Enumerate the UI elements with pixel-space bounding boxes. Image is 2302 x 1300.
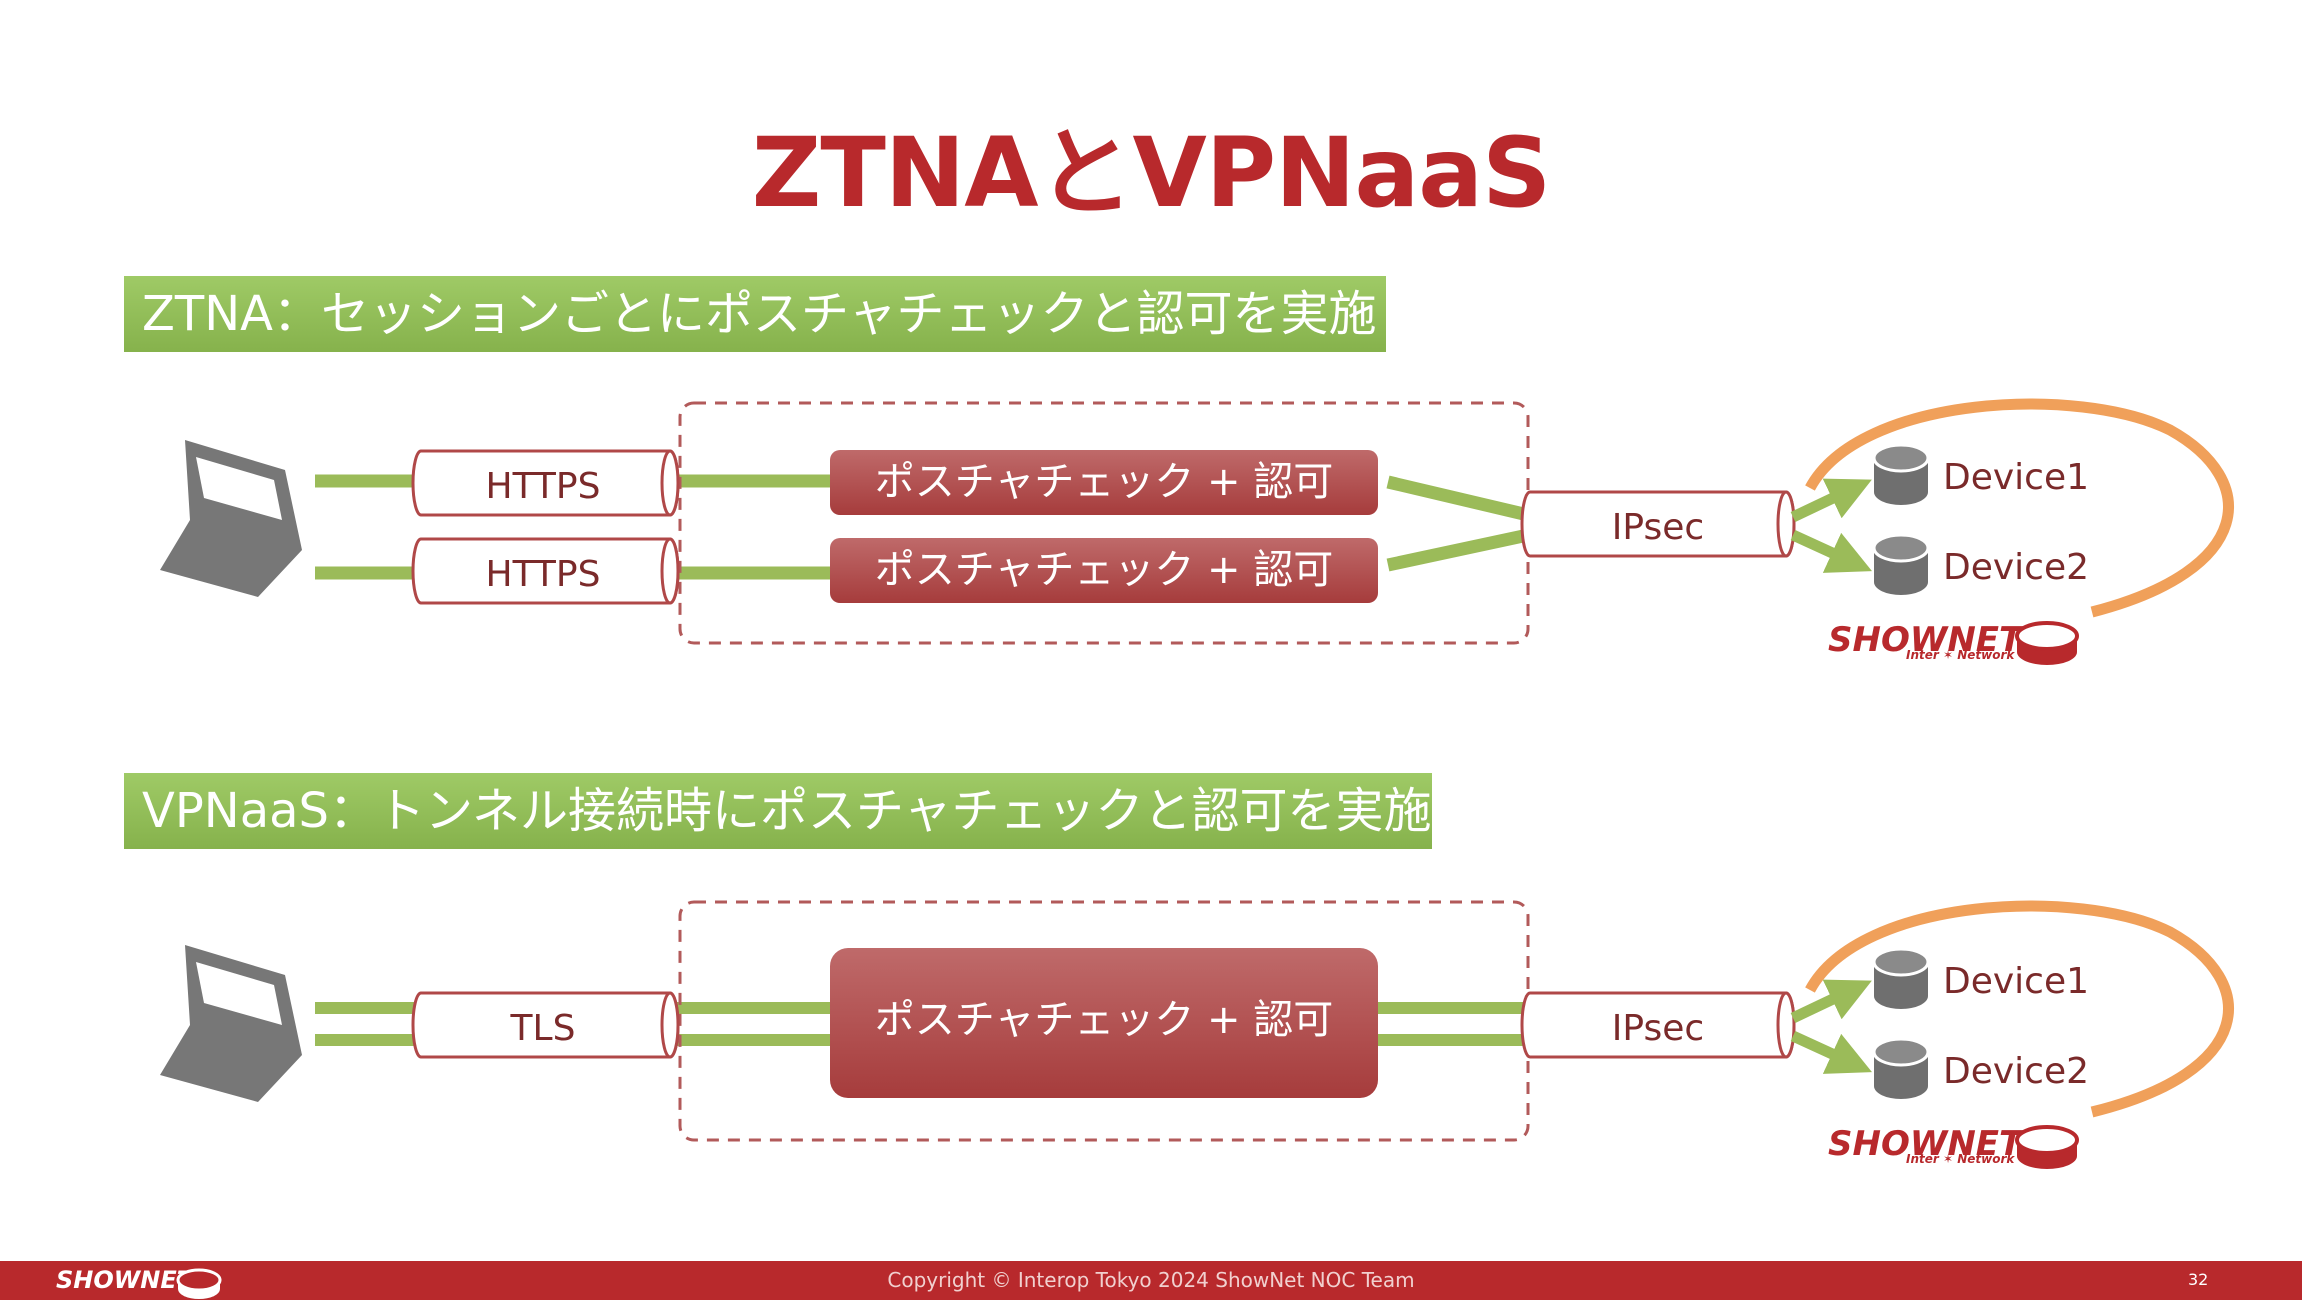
ztna-posture-check-box-2: ポスチャチェック + 認可 (830, 538, 1378, 603)
database-icon (1872, 443, 1930, 505)
database-icon (1872, 1037, 1930, 1099)
vpnaas-logo-word: SHOWNET (1828, 1124, 2025, 1164)
vpnaas-device1-label: Device1 (1943, 961, 2089, 1002)
vpnaas-device-arrows (1790, 979, 1873, 1074)
vpnaas-logo-sub: Inter ✶ Network (1906, 1152, 2015, 1166)
ztna-device-arrows (1790, 478, 1873, 573)
footer-copyright: Copyright © Interop Tokyo 2024 ShowNet N… (887, 1268, 1415, 1292)
ztna-device1-label: Device1 (1943, 457, 2089, 498)
laptop-icon (160, 440, 302, 597)
ztna-ipsec-pipe: IPsec (1520, 490, 1796, 558)
vpnaas-diagram: TLS ポスチャチェック + 認可 IPsec Device1 Device2 … (160, 900, 2234, 1169)
vpnaas-showonet-arc (1805, 900, 2234, 1118)
ztna-posture-check-label-1: ポスチャチェック + 認可 (875, 459, 1334, 505)
ztna-https-pipe-1: HTTPS (411, 449, 680, 517)
footer-bar (0, 1261, 2302, 1300)
database-icon (1872, 947, 1930, 1009)
ztna-links (315, 474, 1530, 580)
vpnaas-ipsec-label: IPsec (1612, 1008, 1704, 1049)
ztna-section-header: ZTNA：セッションごとにポスチャチェックと認可を実施 (124, 276, 1386, 352)
vpnaas-section-header: VPNaaS：トンネル接続時にポスチャチェックと認可を実施 (124, 773, 1432, 849)
ztna-showonet-arc (1805, 398, 2234, 618)
page-title: ZTNAとVPNaaS (751, 117, 1551, 229)
ztna-https-label-2: HTTPS (486, 554, 601, 595)
ztna-logo-word: SHOWNET (1828, 620, 2025, 660)
ztna-posture-check-box-1: ポスチャチェック + 認可 (830, 450, 1378, 515)
vpnaas-posture-check-box: ポスチャチェック + 認可 (830, 948, 1378, 1098)
footer-logo-word: SHOWNET (56, 1266, 195, 1294)
ztna-posture-check-label-2: ポスチャチェック + 認可 (875, 547, 1334, 593)
vpnaas-tls-label: TLS (510, 1008, 576, 1049)
ztna-device2-label: Device2 (1943, 547, 2089, 588)
vpnaas-ipsec-pipe: IPsec (1520, 991, 1796, 1059)
database-icon (1872, 533, 1930, 595)
ztna-https-label-1: HTTPS (486, 466, 601, 507)
page-number: 32 (2188, 1270, 2209, 1289)
vpnaas-device2-label: Device2 (1943, 1051, 2089, 1092)
shownet-logo-icon: SHOWNET Inter ✶ Network (1828, 1124, 2079, 1169)
ztna-diagram: HTTPS HTTPS ポスチャチェック + 認可 ポスチャチェック + 認可 … (160, 398, 2234, 665)
ztna-https-pipe-2: HTTPS (411, 537, 680, 605)
ztna-logo-sub: Inter ✶ Network (1906, 648, 2015, 662)
vpnaas-tls-pipe: TLS (411, 991, 680, 1059)
footer-logo: SHOWNET (56, 1266, 222, 1299)
ztna-trust-boundary (678, 401, 1530, 645)
vpnaas-posture-check-label: ポスチャチェック + 認可 (875, 997, 1334, 1043)
vpnaas-links (315, 1002, 1528, 1046)
ztna-ipsec-label: IPsec (1612, 507, 1704, 548)
laptop-icon (160, 945, 302, 1102)
shownet-logo-icon: SHOWNET Inter ✶ Network (1828, 620, 2079, 665)
